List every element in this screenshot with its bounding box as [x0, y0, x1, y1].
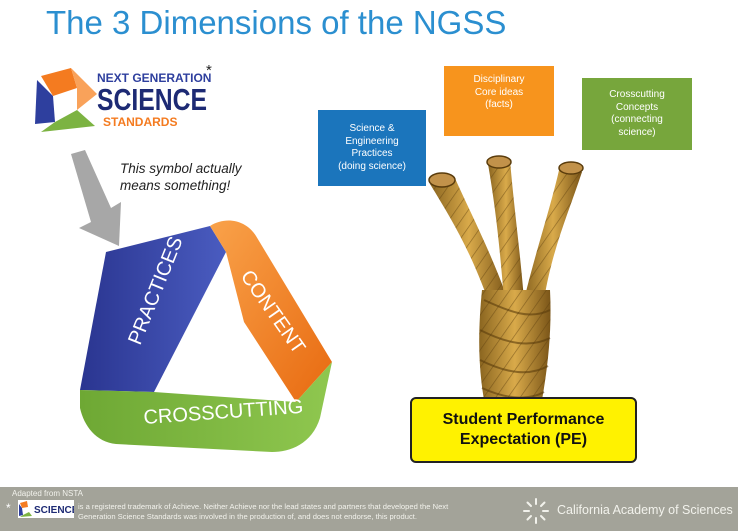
- practices-band: [80, 226, 226, 392]
- pe-line2: Expectation (PE): [459, 431, 588, 448]
- ccc-line2: Concepts: [615, 101, 659, 113]
- dci-line3: (facts): [485, 99, 513, 110]
- dci-line1: Disciplinary: [473, 74, 525, 85]
- slide-title: The 3 Dimensions of the NGSS: [46, 4, 507, 41]
- sep-line3: Practices: [351, 148, 393, 159]
- sep-line2: Engineering: [345, 135, 399, 147]
- dci-line2: Core ideas: [474, 86, 524, 98]
- footer-ngss-logo: SCIENCE: [18, 500, 74, 518]
- logo-line3: STANDARDS: [103, 115, 177, 129]
- ccc-line1: Crosscutting: [609, 89, 665, 100]
- symbol-note-line2: means something!: [120, 178, 231, 193]
- footer-bar: Adapted from NSTA * SCIENCE is a registe…: [0, 487, 738, 531]
- ccc-line3: (connecting: [611, 114, 663, 125]
- logo-asterisk: *: [206, 62, 212, 79]
- ngss-logo: NEXT GENERATION SCIENCE STANDARDS: [35, 68, 211, 132]
- core-ideas-box: Disciplinary Core ideas (facts): [444, 66, 554, 136]
- crosscutting-box: Crosscutting Concepts (connecting scienc…: [582, 78, 692, 150]
- cas-name: California Academy of Sciences: [557, 503, 733, 517]
- ngss-triangle-symbol: PRACTICES CONTENT CROSSCUTTING: [80, 220, 332, 452]
- footer-logo-text: SCIENCE: [34, 505, 74, 516]
- footer-asterisk: *: [6, 501, 11, 515]
- down-arrow-icon: [71, 150, 121, 246]
- symbol-note: This symbol actually means something!: [120, 160, 242, 194]
- logo-line1: NEXT GENERATION: [97, 71, 211, 85]
- symbol-note-line1: This symbol actually: [120, 161, 242, 176]
- sun-icon: [523, 498, 549, 524]
- practices-box: Science & Engineering Practices (doing s…: [318, 110, 426, 186]
- sep-line4: (doing science): [338, 160, 406, 172]
- adapted-note: Adapted from NSTA: [12, 489, 83, 498]
- disclaimer-line1: is a registered trademark of Achieve. Ne…: [78, 502, 449, 511]
- crosscutting-band: [80, 362, 332, 452]
- rope-icon: [428, 155, 584, 400]
- logo-line2: SCIENCE: [97, 82, 207, 117]
- sep-line1: Science &: [349, 123, 395, 134]
- pe-line1: Student Performance: [442, 411, 605, 428]
- content-band: [210, 220, 332, 402]
- performance-expectation-box: Student Performance Expectation (PE): [410, 397, 637, 463]
- trademark-disclaimer: is a registered trademark of Achieve. Ne…: [78, 502, 518, 522]
- ccc-line4: science): [618, 126, 656, 138]
- disclaimer-line2: Generation Science Standards was involve…: [78, 512, 417, 521]
